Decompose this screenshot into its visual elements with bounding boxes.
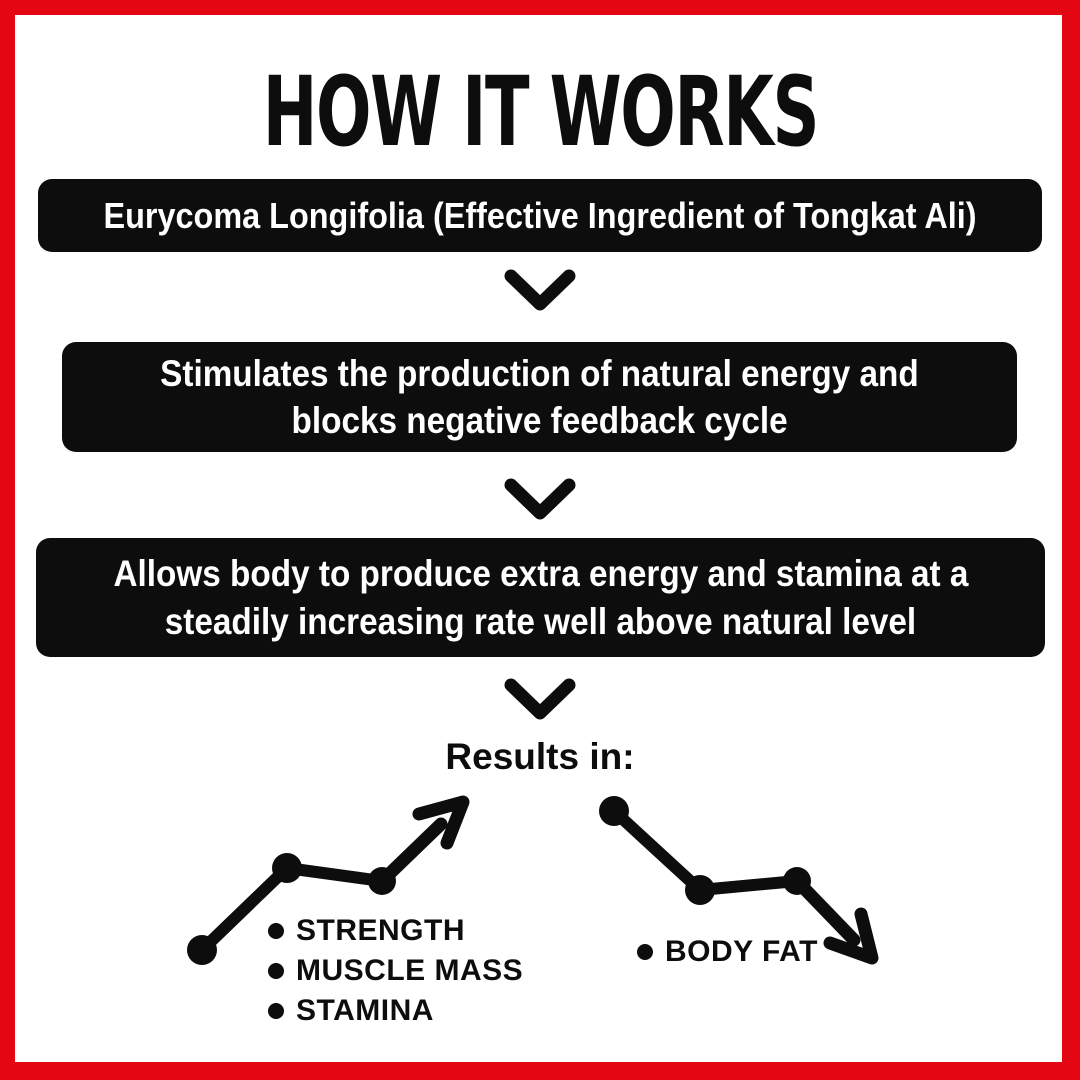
trend-down-graph-icon	[599, 796, 879, 965]
chevron-down-icon	[504, 478, 576, 520]
trend-up-graph-icon	[187, 795, 470, 965]
bullet-icon	[637, 944, 653, 960]
increase-item-label: STRENGTH	[296, 914, 465, 947]
flow-step-3: Allows body to produce extra energy and …	[36, 538, 1045, 657]
increase-item-label: STAMINA	[296, 994, 434, 1027]
flow-step-2-line-1: Stimulates the production of natural ene…	[160, 353, 919, 394]
page-title-text: HOW IT WORKS	[262, 56, 819, 168]
decrease-results-list: BODY FAT	[637, 932, 818, 972]
trend-graphs	[187, 795, 879, 965]
list-item: BODY FAT	[637, 932, 818, 972]
list-item: MUSCLE MASS	[268, 951, 523, 991]
flow-step-3-line-1: Allows body to produce extra energy and …	[113, 552, 968, 594]
list-item: STRENGTH	[268, 911, 523, 951]
flow-step-2: Stimulates the production of natural ene…	[62, 342, 1017, 452]
flow-step-1-line-1: Eurycoma Longifolia (Effective Ingredien…	[103, 194, 977, 236]
list-item: STAMINA	[268, 991, 523, 1031]
flow-step-2-line-2: blocks negative feedback cycle	[291, 400, 788, 441]
increase-results-list: STRENGTH MUSCLE MASS STAMINA	[268, 911, 523, 1031]
results-heading: Results in:	[445, 736, 635, 777]
flow-step-1: Eurycoma Longifolia (Effective Ingredien…	[38, 179, 1042, 252]
increase-item-label: MUSCLE MASS	[296, 954, 524, 987]
flow-step-3-line-2: steadily increasing rate well above natu…	[164, 600, 917, 642]
page-title: HOW IT WORKS	[0, 56, 1080, 168]
chevron-down-icon	[504, 269, 576, 311]
bullet-icon	[268, 923, 284, 939]
decrease-item-label: BODY FAT	[665, 935, 818, 968]
bullet-icon	[268, 963, 284, 979]
bullet-icon	[268, 1003, 284, 1019]
chevron-down-icon	[504, 678, 576, 720]
